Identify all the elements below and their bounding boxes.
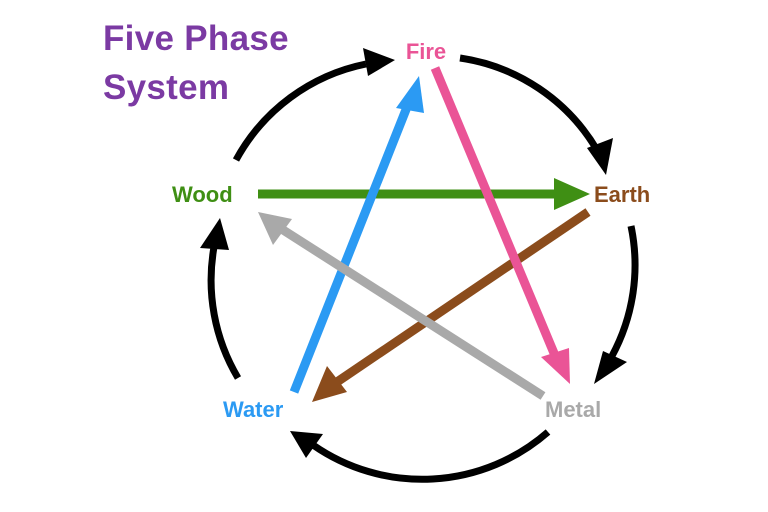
cycle-arrowhead-metal-to-water	[290, 431, 323, 458]
phase-label-fire: Fire	[406, 39, 446, 64]
phase-labels: Fire Earth Metal Water Wood	[172, 39, 650, 422]
star-arrowhead-fire-to-metal	[541, 348, 570, 384]
cycle-arrow-fire-to-earth	[459, 54, 601, 152]
cycle-arrow-wood-to-fire	[232, 60, 367, 162]
cycle-arrowhead-wood-to-fire	[363, 48, 395, 76]
cycle-arrowhead-water-to-wood	[200, 218, 229, 250]
star-arrowhead-water-to-fire	[396, 76, 424, 113]
phase-label-water: Water	[223, 397, 284, 422]
star-arrow-fire-to-metal	[430, 66, 561, 360]
phase-label-earth: Earth	[594, 182, 650, 207]
diagram-title: Five Phase System	[103, 14, 289, 112]
cycle-arrowhead-earth-to-metal	[594, 351, 627, 384]
generating-cycle	[200, 48, 639, 483]
phase-label-metal: Metal	[545, 397, 601, 422]
star-arrowhead-earth-to-water	[312, 366, 347, 402]
cycle-arrow-earth-to-metal	[608, 225, 639, 358]
diagram-title-line2: System	[103, 68, 230, 107]
cycle-arrowhead-fire-to-earth	[587, 138, 613, 175]
star-arrowhead-wood-to-earth	[554, 178, 590, 210]
cycle-arrow-water-to-wood	[207, 246, 242, 380]
star-arrow-metal-to-wood	[277, 224, 546, 400]
phase-label-wood: Wood	[172, 182, 233, 207]
star-arrow-earth-to-water	[331, 208, 591, 388]
star-arrow-water-to-fire	[289, 100, 414, 394]
cycle-arrow-metal-to-water	[311, 429, 551, 483]
controlling-cycle	[258, 66, 591, 402]
diagram-title-line1: Five Phase	[103, 19, 289, 58]
star-arrowhead-metal-to-wood	[258, 212, 292, 245]
